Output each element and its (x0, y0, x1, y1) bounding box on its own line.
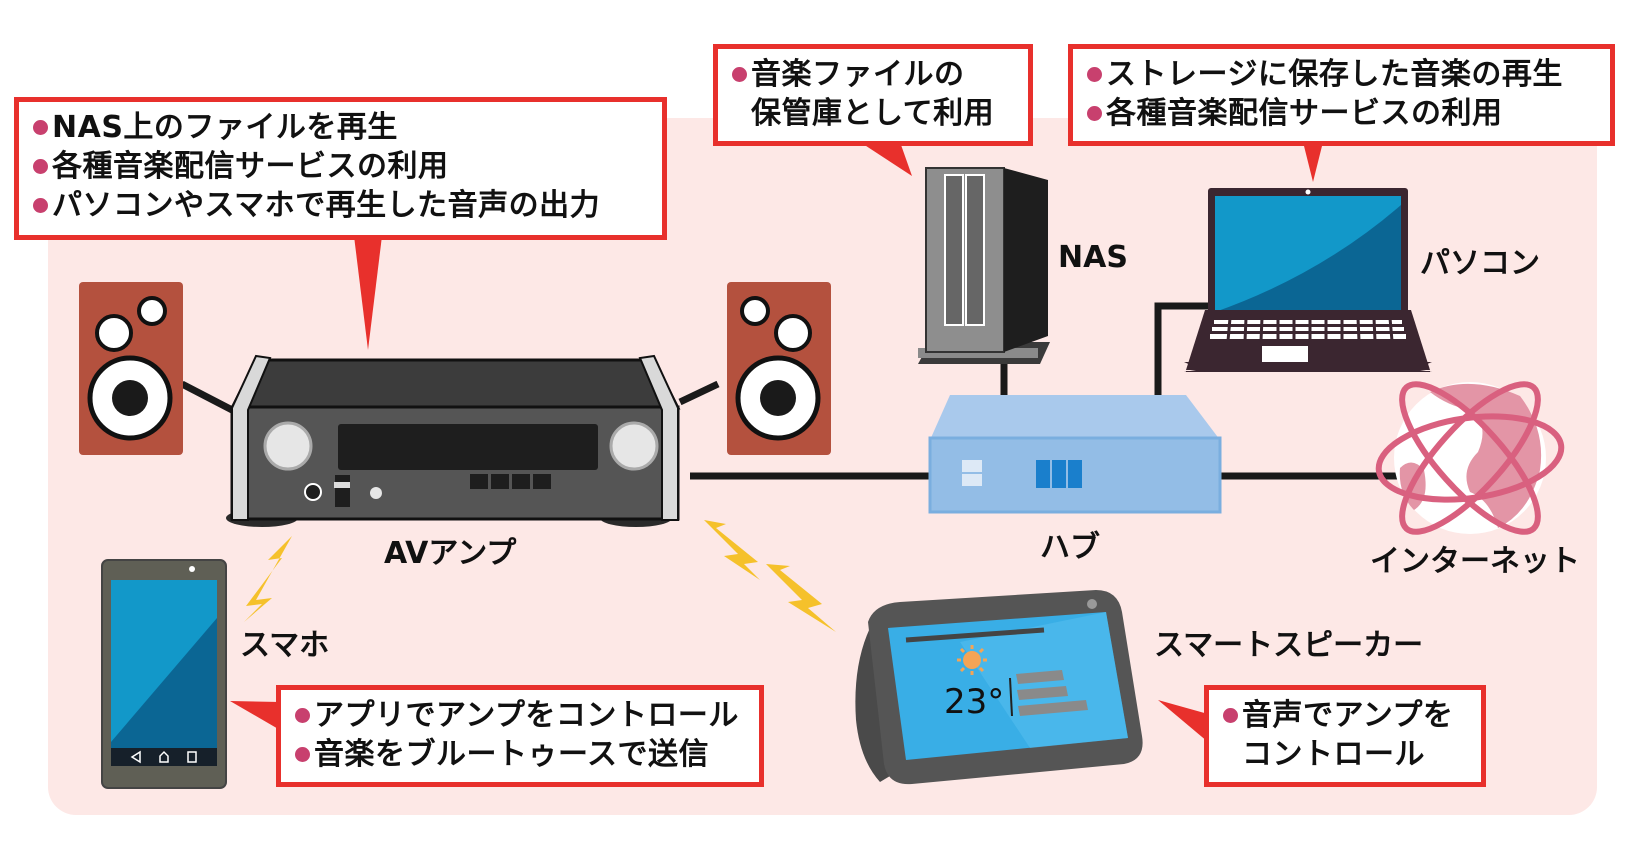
bullet-icon (1087, 106, 1102, 121)
cable-right-speaker-amp (678, 380, 720, 406)
label-pc: パソコン (1420, 246, 1540, 281)
av-amp-icon (226, 354, 681, 527)
label-nas: NAS (1058, 240, 1128, 275)
bullet-icon (1087, 67, 1102, 82)
globe-icon (1375, 381, 1565, 535)
smartphone-icon (101, 559, 227, 789)
label-smart-speaker: スマートスピーカー (1154, 628, 1424, 663)
bullet-icon (295, 747, 310, 762)
lightning-icon (704, 520, 760, 580)
label-hub: ハブ (1040, 530, 1100, 565)
callout-av-amp: NAS上のファイルを再生 各種音楽配信サービスの利用 パソコンやスマホで再生した… (14, 97, 667, 240)
label-av-amp: AVアンプ (384, 536, 517, 571)
bullet-icon (1223, 708, 1238, 723)
callout-tails (230, 142, 1323, 742)
wireless-signals (244, 520, 836, 632)
tail-pc (1303, 142, 1323, 182)
lightning-icon (244, 536, 292, 622)
cable-left-speaker-amp (180, 380, 238, 416)
bullet-icon (33, 120, 48, 135)
speaker-right-icon (727, 282, 831, 455)
tail-av-amp (354, 236, 382, 350)
bullet-icon (33, 159, 48, 174)
speaker-left-icon (79, 282, 183, 455)
lightning-icon (766, 564, 836, 632)
tail-nas (860, 142, 912, 176)
bullet-icon (33, 198, 48, 213)
bullet-icon (295, 708, 310, 723)
sun-icon (957, 645, 987, 675)
callout-pc: ストレージに保存した音楽の再生 各種音楽配信サービスの利用 (1068, 44, 1615, 146)
callout-smartphone: アプリでアンプをコントロール 音楽をブルートゥースで送信 (276, 685, 764, 787)
label-smartphone: スマホ (240, 628, 330, 663)
label-internet: インターネット (1370, 544, 1580, 579)
callout-smart-speaker: 音声でアンプを コントロール (1204, 685, 1486, 787)
smart-speaker-icon (855, 590, 1143, 785)
bullet-icon (732, 67, 747, 82)
tail-smartphone (230, 701, 280, 730)
cable-pc-hub (1154, 302, 1208, 398)
laptop-icon (1184, 188, 1432, 372)
hub-icon (928, 395, 1222, 514)
tail-smart-speaker (1158, 700, 1208, 742)
nas-icon (918, 167, 1050, 364)
callout-nas: 音楽ファイルの 保管庫として利用 (713, 44, 1033, 146)
speaker-screen-temperature: 23° (944, 682, 1005, 722)
